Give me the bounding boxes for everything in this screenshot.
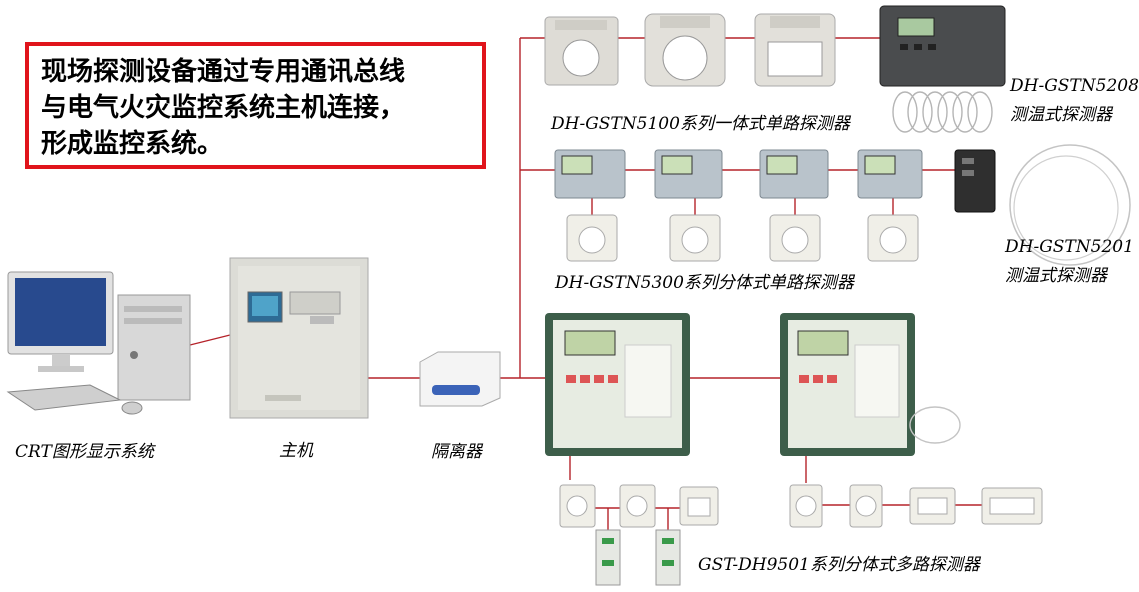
current-transformer-icon [669,214,721,262]
gstn5300-module-icon [654,149,723,199]
note-line-2: 与电气火灾监控系统主机连接， [41,93,406,123]
dh9501-sensor-icon [619,484,656,528]
crt-label: CRT图形显示系统 [15,442,154,462]
gstn5100-detector-icon [544,16,619,86]
note-line-3: 形成监控系统。 [41,129,224,159]
dh9501-sensor-icon [679,486,719,526]
gstn5300-module-icon [857,149,923,199]
note-line-1: 现场探测设备通过专用通讯总线 [41,57,406,87]
gstn5208-desc-label: 测温式探测器 [1010,105,1112,125]
gstn5100-label: DH-GSTN5100系列一体式单路探测器 [551,114,850,134]
gstn5201-detector-icon [954,144,1131,266]
gstn5100-detector-icon [644,13,726,87]
crt-computer-icon [6,271,191,415]
gstn5300-module-icon [759,149,829,199]
current-transformer-icon [566,214,618,262]
gstn5208-model-label: DH-GSTN5208 [1010,76,1139,96]
gstn5100-detector-icon [754,13,836,87]
dh9501-panel-icon [545,313,690,456]
dh9501-sensor-icon [981,487,1043,525]
dh9501-panel-icon [780,313,961,456]
gstn5300-module-icon [554,149,626,199]
dh9501-sensor-icon [789,484,823,528]
dh9501-terminal-icon [595,529,621,586]
dh9501-terminal-icon [655,529,681,586]
dh9501-label: GST-DH9501系列分体式多路探测器 [698,555,980,575]
isolator-label: 隔离器 [431,442,482,462]
dh9501-sensor-icon [849,484,883,528]
host-label: 主机 [279,441,313,461]
gstn5201-desc-label: 测温式探测器 [1005,266,1107,286]
description-note: 现场探测设备通过专用通讯总线 与电气火灾监控系统主机连接， 形成监控系统。 [25,42,486,169]
gstn5300-label: DH-GSTN5300系列分体式单路探测器 [555,273,854,293]
current-transformer-icon [867,214,919,262]
bus-lines [189,37,982,530]
isolator-icon [419,351,501,407]
dh9501-sensor-icon [559,484,596,528]
host-cabinet-icon [229,257,369,419]
current-transformer-icon [769,214,821,262]
gstn5201-model-label: DH-GSTN5201 [1005,237,1134,257]
gstn5208-detector-icon [879,5,1006,133]
dh9501-sensor-icon [909,487,956,525]
